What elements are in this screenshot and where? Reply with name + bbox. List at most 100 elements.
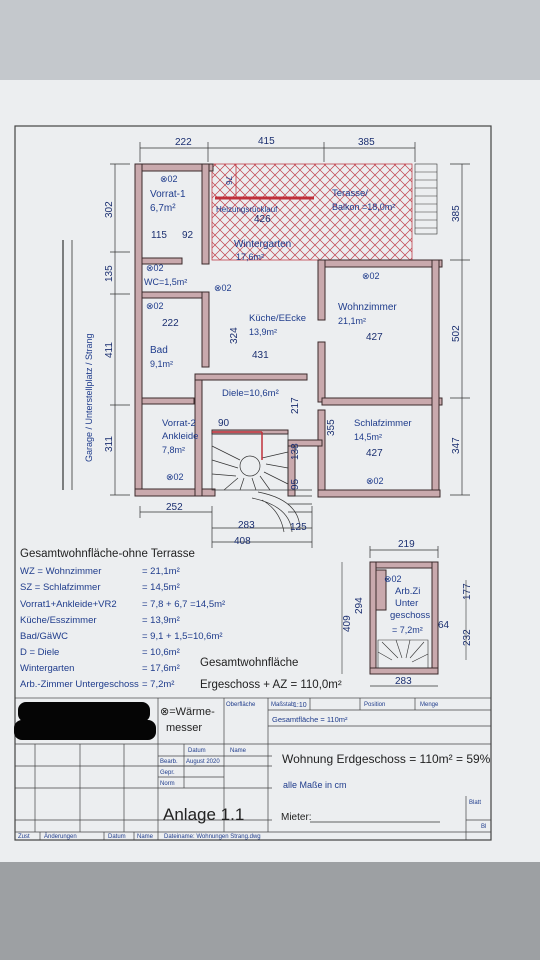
subtitle: alle Maße in cm [283, 780, 347, 790]
dim-427a: 427 [366, 332, 383, 343]
bad-area: 9,1m² [150, 359, 173, 369]
dim-bottom-252: 252 [166, 502, 183, 513]
dim-left-411: 411 [104, 342, 115, 358]
basement-dim-232: 232 [462, 629, 473, 646]
dim-427b: 427 [366, 448, 383, 459]
dim-115: 115 [151, 230, 167, 241]
vorrat1-area: 6,7m² [150, 203, 176, 214]
meter-wintergarten: ⊗02 [214, 283, 232, 293]
kueche-name: Küche/EEcke [249, 313, 306, 324]
terrace-name: Terasse/ [332, 188, 368, 199]
dim-top-1: 222 [175, 137, 192, 148]
label-bearb: Bearb. [160, 759, 178, 765]
meter-bad: ⊗02 [146, 301, 164, 311]
terrace-stairs [414, 163, 438, 235]
dim-bottom-408: 408 [234, 536, 251, 547]
vorrat2-area: 7,8m² [162, 445, 185, 455]
massstab-value: 1:10 [293, 702, 307, 709]
meter-schlafzimmer: ⊗02 [366, 476, 384, 486]
anlage-label: Anlage 1.1 [163, 805, 244, 824]
diele-label: Diele=10,6m² [222, 388, 279, 399]
meter-wohnzimmer: ⊗02 [362, 271, 380, 281]
title-block [14, 697, 492, 841]
dim-bottom-283: 283 [238, 520, 255, 531]
meter-vorrat2: ⊗02 [166, 472, 184, 482]
dim-92: 92 [182, 230, 194, 241]
summary-label-kueche: Küche/Esszimmer [20, 615, 97, 626]
label-dateiname: Dateiname: Wohnungen Strang.dwg [164, 834, 261, 840]
paper-sheet: 222 415 385 302 135 411 311 Garage / Unt… [0, 80, 540, 862]
gesamtflaeche-label: Gesamtfläche = 110m² [272, 715, 348, 724]
garage-label: Garage / Unterstellplatz / Strang [84, 333, 94, 462]
background-bottom [0, 862, 540, 960]
background-top [0, 0, 540, 80]
label-datum: Datum [188, 748, 206, 754]
heizung-label: Heizungsrücklauf [216, 205, 278, 214]
dim-top-2: 415 [258, 136, 275, 147]
summary-label-wintergarten: Wintergarten [20, 663, 74, 674]
main-title: Wohnung Erdgeschoss = 110m² = 59% [282, 752, 491, 766]
label-zust: Zust [18, 834, 30, 840]
garage-strip: Garage / Unterstellplatz / Strang [62, 240, 94, 490]
summary-title: Gesamtwohnfläche-ohne Terrasse [20, 548, 195, 560]
floor-plan-drawing: 222 415 385 302 135 411 311 Garage / Unt… [14, 125, 492, 841]
basement-dim-64: 64 [438, 620, 450, 631]
terrace-hatch [211, 163, 413, 261]
dim-left-135: 135 [104, 265, 115, 282]
dim-left-311: 311 [104, 436, 115, 452]
basement-dim-409: 409 [342, 615, 353, 632]
basement-room-line3: geschoss [390, 610, 430, 621]
dim-217: 217 [290, 397, 301, 414]
label-blatt: Blatt [469, 800, 481, 806]
summary-value-sz: = 14,5m² [142, 582, 180, 593]
meter-wc: ⊗02 [146, 263, 164, 273]
label-norm: Norm [160, 781, 175, 787]
dim-bottom-125: 125 [290, 522, 307, 533]
label-position: Position [364, 702, 385, 708]
summary-value-diele: = 10,6m² [142, 647, 180, 658]
summary-label-diele: D = Diele [20, 647, 59, 658]
bottom-dimension-lines [139, 506, 313, 548]
summary-value-arbeitszimmer: = 7,2m² [142, 679, 174, 690]
vorrat1-name: Vorrat-1 [150, 189, 186, 200]
total-line-2: Ergeschoss + AZ = 110,0m² [200, 679, 342, 691]
summary-value-vorrat: = 7,8 + 6,7 =14,5m² [142, 599, 225, 610]
dim-left-302: 302 [104, 201, 115, 218]
schlafzimmer-name: Schlafzimmer [354, 418, 412, 429]
basement-room-area: = 7,2m² [392, 625, 423, 635]
legend-meter: ⊗=Wärme- [160, 706, 215, 718]
wc-label: WC=1,5m² [144, 277, 187, 287]
dim-355: 355 [326, 419, 337, 436]
basement-dim-294: 294 [354, 597, 365, 614]
summary-label-arbeitszimmer: Arb.-Zimmer Untergeschoss [20, 679, 139, 690]
basement-dim-bottom: 283 [395, 676, 412, 687]
label-name: Name [230, 748, 247, 754]
dim-right-385: 385 [451, 205, 462, 222]
terrace-area: Balkon =18,0m² [332, 202, 395, 212]
dim-95: 95 [290, 478, 301, 490]
label-massstab: Maßstab [271, 702, 295, 708]
mieter-label: Mieter: [281, 812, 312, 823]
dim-222: 222 [162, 318, 179, 329]
vorrat2-sub: Ankleide [162, 431, 198, 442]
walls [134, 163, 443, 498]
summary-label-vorrat: Vorrat1+Ankleide+VR2 [20, 599, 117, 610]
label-oberflaeche: Oberfläche [226, 702, 256, 708]
summary-list: WZ = Wohnzimmer = 21,1m² SZ = Schlafzimm… [20, 566, 225, 690]
summary-value-bad: = 9,1 + 1,5=10,6m² [142, 631, 223, 642]
vorrat2-name: Vorrat-2 [162, 418, 196, 429]
redacted-block-2 [14, 720, 156, 740]
top-dimension-line: 222 415 385 [139, 136, 416, 162]
dim-426: 426 [254, 214, 271, 225]
dim-76: 76 [224, 176, 233, 185]
summary-value-kueche: = 13,9m² [142, 615, 180, 626]
dim-right-347: 347 [451, 437, 462, 454]
summary-value-wz: = 21,1m² [142, 566, 180, 577]
basement-dim-top: 219 [398, 539, 415, 550]
wintergarten-area: 17,6m² [236, 252, 264, 262]
dim-324: 324 [229, 327, 240, 344]
meter-vorrat1: ⊗02 [160, 174, 178, 184]
basement-room-line1: Arb.Zi [395, 586, 420, 597]
kueche-area: 13,9m² [249, 327, 277, 337]
label-aenderungen: Änderungen [44, 833, 77, 840]
